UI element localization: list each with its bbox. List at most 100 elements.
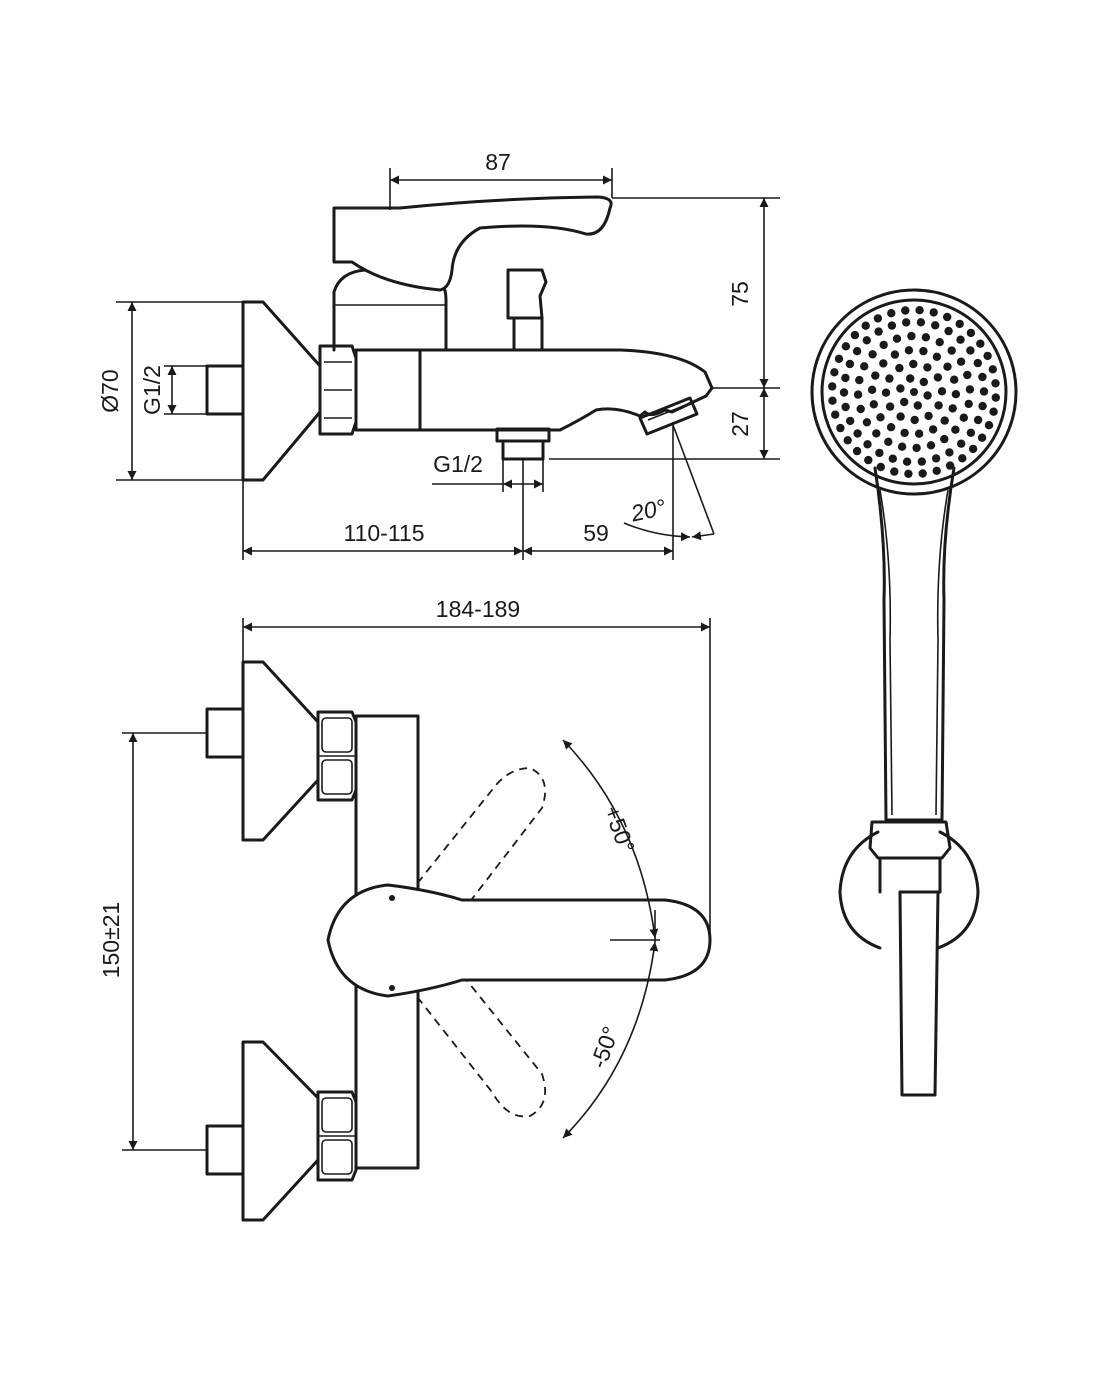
nozzle-dot [948, 404, 957, 413]
nozzle-dot [915, 306, 924, 315]
nozzle-dot [873, 314, 883, 323]
nozzle-dot [956, 335, 965, 344]
nozzle-dot [881, 388, 891, 397]
nozzle-dot [923, 363, 932, 372]
nozzle-dot [924, 411, 933, 421]
nozzle-dot [901, 306, 910, 315]
nozzle-dot [879, 340, 888, 350]
nozzle-dot [843, 436, 852, 445]
nozzle-dot [853, 390, 863, 399]
nozzle-dot [872, 429, 881, 438]
nozzle-dot [956, 357, 966, 366]
nozzle-dot [934, 401, 943, 410]
nozzle-dot [871, 371, 880, 380]
dim-lever-height: 75 [727, 281, 753, 307]
nozzle-dot [978, 401, 987, 411]
nozzle-dot [963, 370, 972, 380]
nozzle-dot [902, 457, 912, 466]
nozzle-dot [965, 385, 975, 394]
nozzle-dot [964, 399, 973, 409]
nozzle-dot [885, 374, 894, 383]
nozzle-dot [855, 375, 864, 385]
lower-hex-nut [316, 1090, 358, 1182]
nozzle-dot [916, 318, 926, 327]
nozzle-dot [876, 462, 885, 472]
nozzle-dot [879, 359, 888, 368]
dim-angle-plus: +50° [599, 802, 640, 856]
nozzle-dot [836, 423, 845, 433]
lever-ghost-minus [398, 960, 546, 1118]
nozzle-dot [944, 326, 953, 336]
dim-plate-diameter: Ø70 [97, 369, 123, 412]
dim-spout-drop: 27 [727, 411, 753, 437]
hand-shower [810, 288, 1018, 1097]
nozzle-dot [900, 397, 909, 407]
screw-dot [389, 895, 395, 901]
dim-lever-width: 87 [485, 149, 511, 175]
dim-overall-depth: 184-189 [436, 596, 520, 622]
nozzle-dot [887, 321, 897, 330]
nozzle-dot [979, 387, 989, 396]
nozzle-dot [976, 339, 985, 348]
nozzle-dot [862, 418, 872, 427]
nozzle-dot [933, 373, 943, 382]
nozzle-dot [957, 439, 966, 448]
nozzle-dot [945, 448, 954, 457]
nozzle-dot [966, 346, 975, 355]
upper-inlet-stub [205, 707, 245, 759]
nozzle-dot [862, 336, 871, 345]
dim-inlet-spacing: 150±21 [98, 902, 124, 979]
nozzle-dot [983, 351, 992, 361]
nozzle-dot [841, 373, 850, 383]
nozzle-dot [841, 342, 851, 351]
nozzle-dot [926, 441, 936, 450]
side-view: 87 75 27 Ø70 G1/2 G1/2 110-115 59 [97, 149, 780, 560]
nozzle-dot [828, 382, 837, 391]
nozzle-dot [955, 319, 964, 329]
nozzle-dot [853, 429, 862, 438]
nozzle-dot [989, 407, 998, 416]
diverter-knob [506, 268, 548, 320]
dim-outlet-thread: G1/2 [433, 451, 483, 477]
nozzle-dot [940, 416, 949, 425]
nozzle-dot [932, 352, 942, 361]
nozzle-dot [852, 347, 862, 356]
nozzle-dot [931, 454, 941, 463]
nozzle-dot [951, 390, 961, 399]
nozzle-dot [966, 328, 976, 338]
nozzle-dot [830, 368, 839, 377]
dim-inlet-thread: G1/2 [139, 365, 165, 415]
nozzle-dot [884, 437, 893, 446]
nozzle-dot [863, 440, 872, 449]
nozzle-dot [890, 467, 899, 476]
nozzle-dot [887, 309, 896, 318]
upper-wall-plate [241, 660, 320, 842]
nozzle-dot [988, 365, 997, 374]
nozzle-dot [850, 330, 860, 340]
nozzle-dot [868, 350, 877, 359]
nozzle-dot [973, 415, 983, 425]
mixer-body [354, 348, 714, 432]
nozzle-dot [921, 333, 931, 342]
wall-bracket-disc [838, 830, 882, 950]
nozzle-dot [856, 404, 865, 414]
nozzle-dot [907, 331, 916, 341]
dim-outlet-to-spout: 59 [583, 520, 609, 546]
nozzle-dot [885, 402, 895, 411]
nozzle-dot [876, 413, 885, 422]
shower-nozzles [828, 306, 1000, 478]
nozzle-dot [874, 327, 883, 336]
lower-inlet-stub [205, 1124, 245, 1176]
nozzle-dot [875, 448, 884, 458]
nozzle-dot [890, 350, 900, 359]
inlet-stub [205, 364, 245, 416]
nozzle-dot [904, 346, 914, 355]
nozzle-dot [984, 421, 994, 430]
nozzle-dot [895, 363, 904, 373]
nozzle-dot [958, 454, 967, 463]
nozzle-dot [943, 362, 952, 371]
nozzle-dot [947, 346, 956, 355]
nozzle-dot [959, 413, 968, 422]
nozzle-dot [943, 312, 952, 322]
nozzle-dot [900, 428, 909, 438]
